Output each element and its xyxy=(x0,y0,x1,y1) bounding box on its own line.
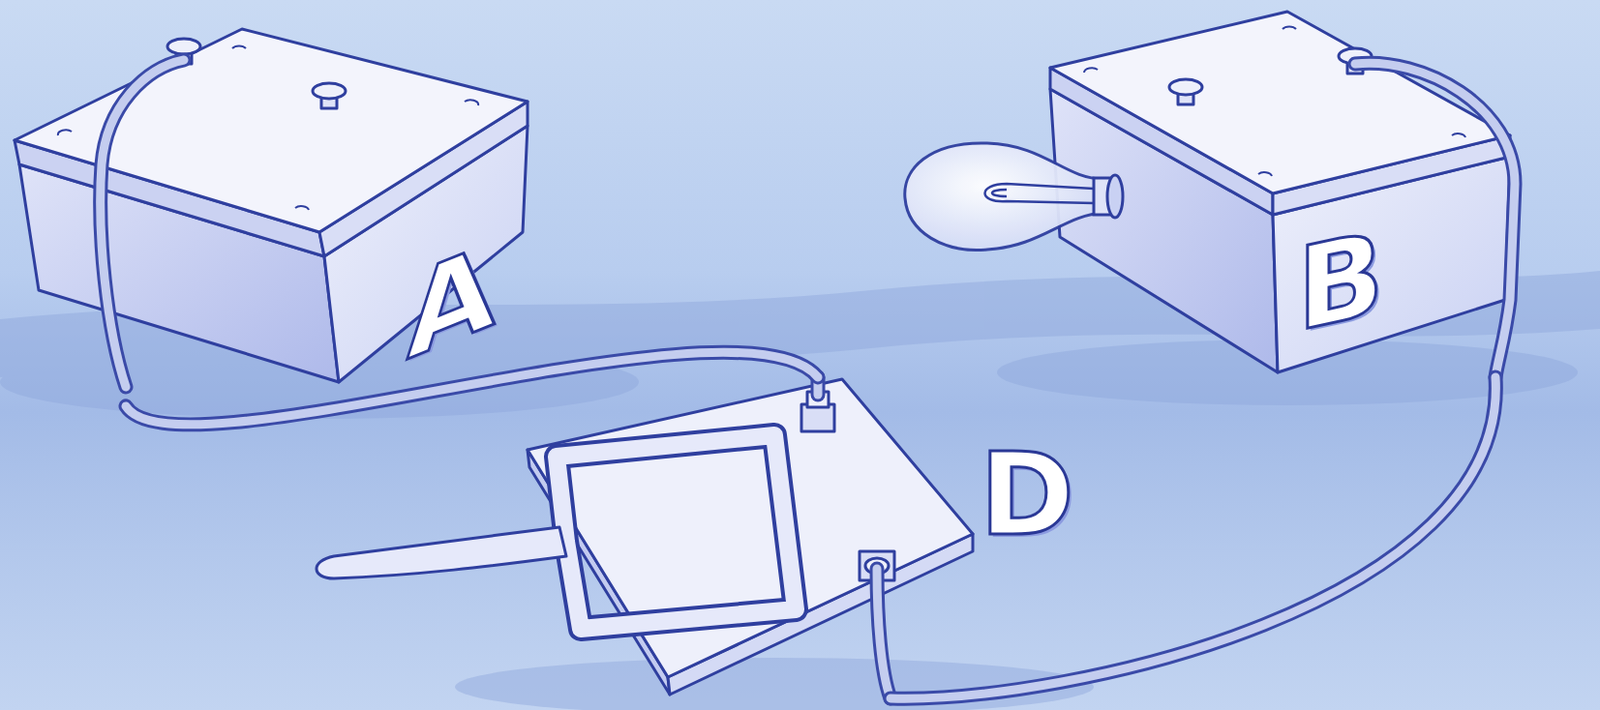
box-a xyxy=(14,29,528,383)
part-letter: D xyxy=(979,437,1075,552)
light-bulb-part xyxy=(985,183,1095,204)
box-b xyxy=(1050,11,1510,373)
light-bulb-part xyxy=(905,143,1104,251)
wire xyxy=(890,377,1496,699)
wire-stubs xyxy=(100,60,1515,699)
wire-stubs-part xyxy=(876,569,891,699)
wire-outline xyxy=(125,352,818,425)
ground-shadows-part xyxy=(454,658,1094,710)
part-letter: A xyxy=(406,227,495,378)
box-a-part xyxy=(58,45,479,211)
wire-core xyxy=(890,377,1496,699)
wire-stubs-part xyxy=(100,60,184,388)
switch-d-part xyxy=(556,435,796,630)
switch-d-part xyxy=(316,527,567,579)
box-a-part xyxy=(167,38,201,55)
box-b-part xyxy=(1050,11,1510,194)
light-bulb xyxy=(905,143,1123,251)
wire-core xyxy=(125,352,818,425)
light-bulb-part xyxy=(1107,175,1123,218)
box-b-part xyxy=(1169,79,1203,95)
wire xyxy=(125,352,818,425)
switch-d-part xyxy=(527,379,973,678)
wire-stubs-part xyxy=(876,569,891,699)
box-a-part xyxy=(312,83,346,99)
switch-key: D xyxy=(522,377,1104,699)
switch-d-part xyxy=(556,435,796,630)
battery-box: A xyxy=(14,24,533,407)
wire-outline xyxy=(890,377,1496,699)
wire-stubs-part xyxy=(100,60,184,388)
bulb-box: B xyxy=(900,9,1515,378)
part-letter: B xyxy=(1297,214,1385,348)
box-b-part xyxy=(1084,26,1466,177)
box-a-part xyxy=(14,29,528,233)
